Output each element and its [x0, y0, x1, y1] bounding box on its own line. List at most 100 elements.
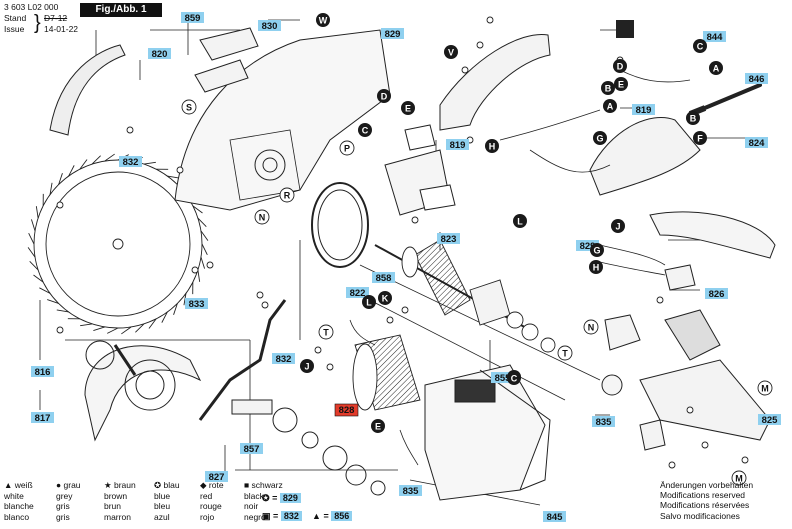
part-label-823: 823 — [437, 233, 460, 245]
svg-text:C: C — [362, 126, 369, 136]
part-label-822: 822 — [346, 287, 369, 299]
part-label-832: 832 — [272, 353, 295, 365]
part-label-846: 846 — [745, 73, 768, 85]
svg-text:J: J — [304, 362, 309, 372]
legend-col-black: ■ schwarz black noir negro — [244, 480, 283, 522]
issue-label: Issue — [4, 24, 25, 34]
svg-text:844: 844 — [707, 32, 724, 43]
legend-col-red: ◆ rote red rouge rojo — [200, 480, 224, 522]
legend-col-brown: ★ braun brown brun marron — [104, 480, 136, 522]
callout-F-12: F — [693, 131, 707, 145]
document-number: 3 603 L02 000 — [4, 2, 59, 12]
svg-text:N: N — [259, 213, 266, 223]
svg-text:C: C — [697, 42, 704, 52]
note-de: Änderungen vorbehalten — [660, 480, 754, 490]
svg-text:P: P — [344, 144, 350, 154]
callout-M-7: M — [757, 380, 773, 396]
svg-text:D: D — [381, 92, 388, 102]
part-label-832: 832 — [119, 156, 142, 168]
svg-text:835: 835 — [403, 486, 420, 497]
callout-D-5: D — [613, 59, 627, 73]
stand-label: Stand — [4, 13, 27, 23]
svg-text:G: G — [593, 246, 600, 256]
svg-text:M: M — [761, 384, 769, 394]
svg-text:835: 835 — [596, 417, 613, 428]
svg-text:T: T — [562, 349, 568, 359]
callout-G-17: G — [590, 243, 604, 257]
svg-text:R: R — [284, 191, 291, 201]
callout-E-3: E — [401, 101, 415, 115]
svg-text:D: D — [617, 62, 624, 72]
callout-T-5: T — [557, 345, 573, 361]
figure-label: Fig./Abb. 1 — [80, 3, 162, 17]
svg-text:833: 833 — [189, 299, 205, 310]
svg-text:B: B — [690, 114, 697, 124]
svg-text:830: 830 — [262, 21, 278, 32]
header-brace: } — [34, 12, 41, 34]
callout-H-13: H — [485, 139, 499, 153]
equivalence-856: ▲ = 856 — [312, 511, 353, 521]
callout-G-14: G — [593, 131, 607, 145]
svg-text:820: 820 — [152, 49, 168, 60]
callout-L-19: L — [362, 295, 376, 309]
part-label-826: 826 — [705, 288, 728, 300]
callout-E-23: E — [371, 419, 385, 433]
callout-S-0: S — [181, 99, 197, 115]
svg-text:845: 845 — [547, 512, 564, 523]
svg-text:823: 823 — [441, 234, 457, 245]
svg-text:B: B — [605, 84, 612, 94]
callout-R-3: R — [279, 187, 295, 203]
svg-text:826: 826 — [709, 289, 725, 300]
svg-text:819: 819 — [636, 105, 652, 116]
svg-text:N: N — [588, 323, 595, 333]
svg-text:M: M — [735, 474, 743, 484]
callout-L-15: L — [513, 214, 527, 228]
part-label-835: 835 — [592, 416, 615, 428]
callout-V-1: V — [444, 45, 458, 59]
callout-M-8: M — [731, 470, 747, 486]
callout-W-0: W — [316, 13, 330, 27]
svg-text:E: E — [405, 104, 411, 114]
legend-col-blue: ✪ blau blue bleu azul — [154, 480, 180, 522]
part-label-830: 830 — [258, 20, 281, 32]
svg-text:A: A — [713, 64, 720, 74]
part-label-816: 816 — [31, 366, 54, 378]
part-label-819: 819 — [446, 139, 469, 151]
callout-J-21: J — [300, 359, 314, 373]
callout-D-2: D — [377, 89, 391, 103]
equivalence-832: ▣ = 832 — [262, 511, 302, 522]
svg-text:832: 832 — [123, 157, 139, 168]
svg-text:817: 817 — [35, 413, 51, 424]
svg-text:A: A — [607, 102, 614, 112]
modification-notes: Änderungen vorbehalten Modifications res… — [660, 480, 753, 521]
svg-text:V: V — [448, 48, 454, 58]
svg-text:E: E — [375, 422, 381, 432]
svg-text:J: J — [615, 222, 620, 232]
callout-C-7: C — [693, 39, 707, 53]
part-label-829: 829 — [381, 28, 404, 40]
saw-blade — [33, 159, 203, 329]
callout-J-16: J — [611, 219, 625, 233]
svg-text:K: K — [382, 294, 389, 304]
callout-B-9: B — [601, 81, 615, 95]
callout-T-4: T — [318, 324, 334, 340]
svg-text:C: C — [511, 374, 518, 384]
svg-text:855: 855 — [495, 373, 512, 384]
callout-N-6: N — [583, 319, 599, 335]
stator — [352, 334, 421, 411]
part-label-857: 857 — [240, 443, 263, 455]
svg-text:829: 829 — [385, 29, 401, 40]
part-label-844: 844 — [703, 31, 726, 43]
svg-text:829: 829 — [580, 241, 596, 252]
callout-C-24: C — [507, 371, 521, 385]
part-label-820: 820 — [148, 48, 171, 60]
part-label-845: 845 — [543, 511, 566, 523]
issue-value: 14-01-22 — [44, 24, 79, 34]
svg-text:816: 816 — [35, 367, 51, 378]
svg-text:819: 819 — [450, 140, 466, 151]
callout-K-20: K — [378, 291, 392, 305]
legend-col-white: ▲ weiß white blanche blanco — [4, 480, 34, 522]
note-es: Salvo modificaciones — [660, 510, 740, 521]
